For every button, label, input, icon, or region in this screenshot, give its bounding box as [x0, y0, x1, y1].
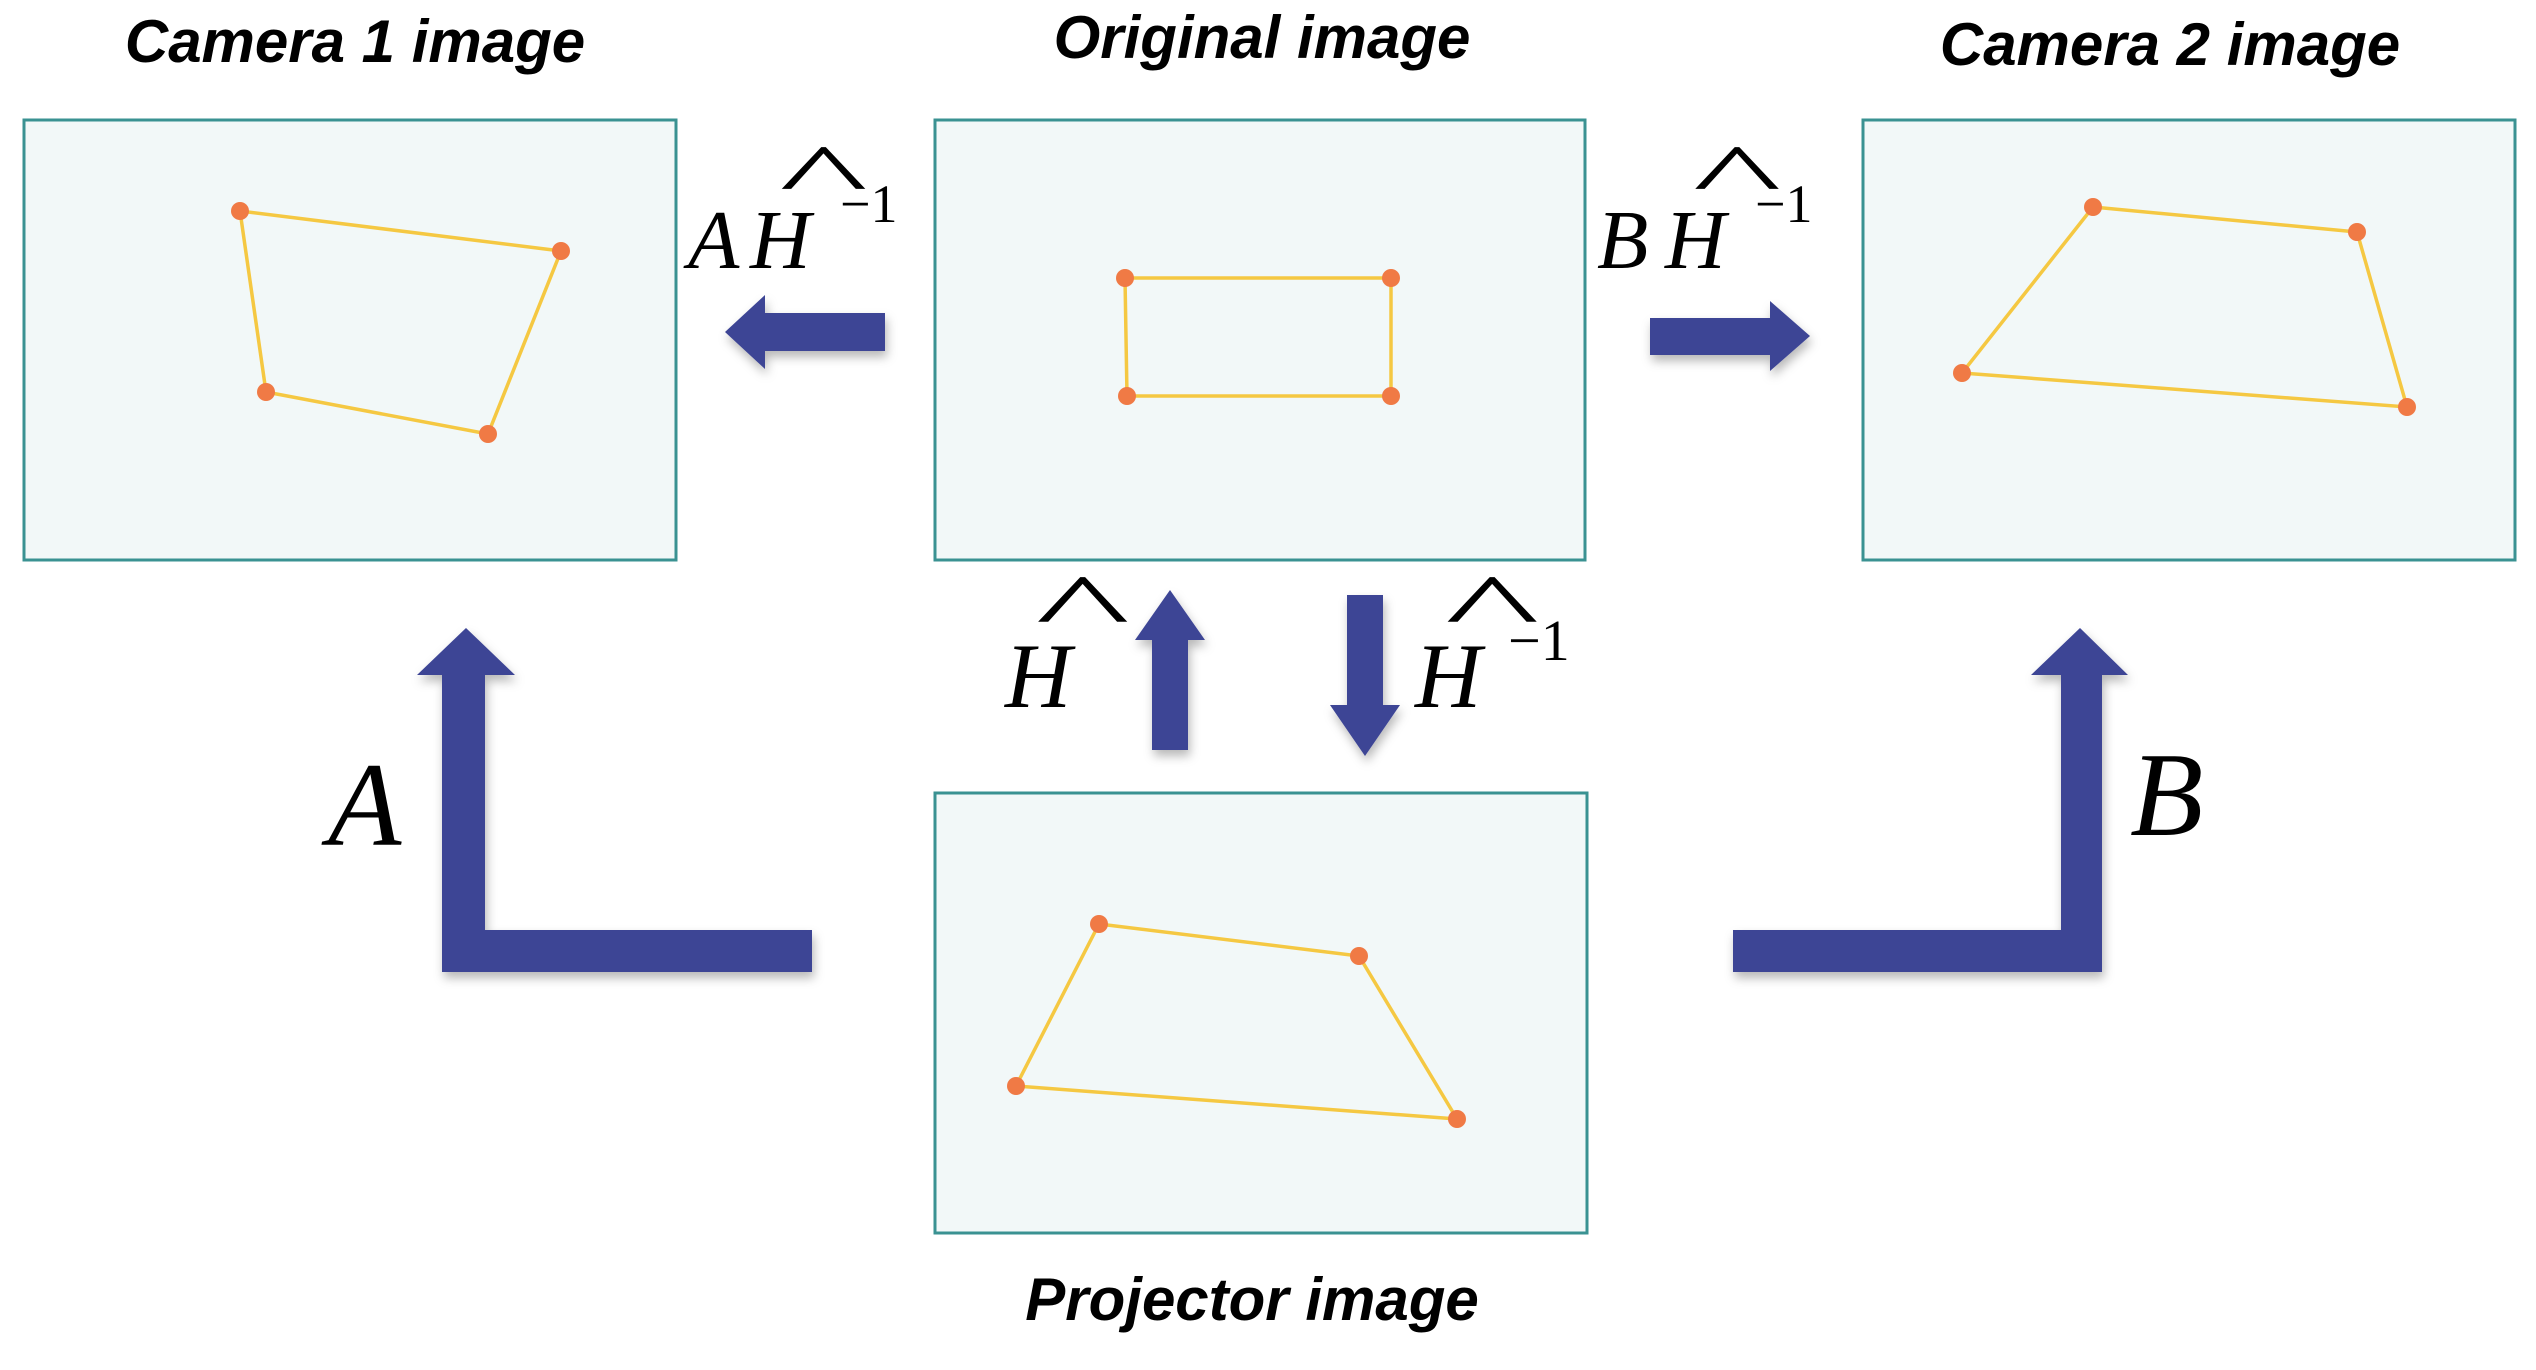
svg-text:B: B [1597, 194, 1648, 287]
original-corner-points [1116, 269, 1400, 405]
projector-panel [933, 791, 1589, 1235]
svg-text:^: ^ [779, 126, 868, 226]
label-b: B [2130, 728, 2203, 861]
svg-text:H: H [749, 194, 815, 287]
svg-text:^: ^ [1445, 555, 1540, 661]
svg-text:^: ^ [1693, 126, 1782, 226]
camera2-panel [1861, 118, 2517, 562]
camera1-panel [22, 118, 678, 562]
svg-text:A: A [683, 194, 740, 287]
projector-corner-points [1007, 915, 1466, 1128]
projector-title: Projector image [1025, 1266, 1479, 1333]
right-arrow [1650, 301, 1810, 371]
label-h: H ^ [1004, 555, 1130, 727]
svg-text:H: H [1414, 625, 1486, 727]
svg-text:H: H [1664, 194, 1730, 287]
camera1-title: Camera 1 image [125, 8, 585, 75]
original-panel [933, 118, 1587, 562]
svg-text:^: ^ [1035, 555, 1130, 661]
down-arrow-hinv [1330, 595, 1400, 756]
camera1-elbow-arrow [417, 628, 812, 972]
left-arrow [725, 295, 885, 369]
camera2-title: Camera 2 image [1940, 11, 2400, 78]
camera2-elbow-arrow [1733, 628, 2128, 972]
svg-text:−1: −1 [1755, 174, 1812, 234]
svg-text:−1: −1 [1508, 608, 1570, 673]
camera2-corner-points [1953, 198, 2416, 416]
original-title: Original image [1054, 4, 1471, 71]
up-arrow-h [1135, 590, 1205, 750]
label-b-hinv: B H ^ −1 [1597, 126, 1812, 287]
label-a: A [321, 738, 402, 871]
svg-text:H: H [1004, 625, 1076, 727]
svg-text:−1: −1 [840, 174, 897, 234]
camera1-corner-points [231, 202, 570, 443]
label-a-hinv: A H ^ −1 [683, 126, 897, 287]
label-hinv: H ^ −1 [1414, 555, 1570, 727]
